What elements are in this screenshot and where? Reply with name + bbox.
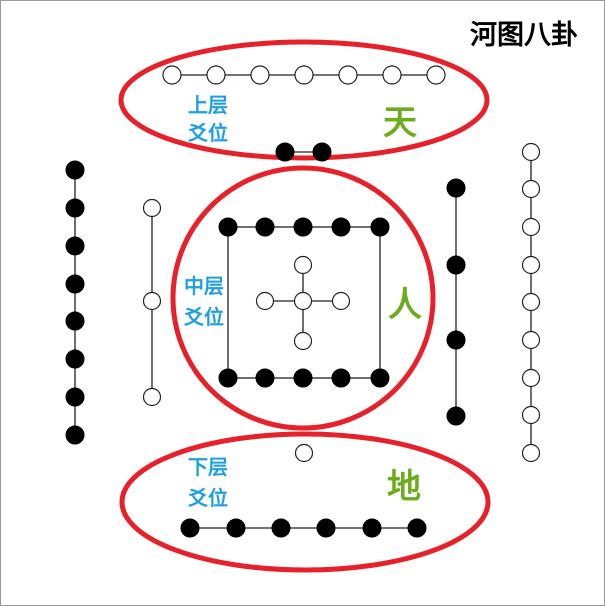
inner-left-hollow-dot	[142, 198, 162, 218]
human-square	[218, 217, 390, 388]
far-right-hollow-dot	[521, 368, 541, 388]
heaven-solid-dot	[275, 142, 295, 162]
earth-solid-dot	[271, 518, 291, 538]
earth-solid-dot-row	[180, 518, 427, 538]
inner-left-hollow-dot	[142, 387, 162, 407]
inner-right-solid-dot	[446, 255, 466, 275]
middle-layer-group: 中层 爻位 人	[170, 165, 436, 431]
far-left-solid-column	[65, 160, 85, 445]
far-right-hollow-dot	[521, 255, 541, 275]
cross-hollow-dot	[293, 331, 313, 351]
far-right-hollow-dot	[521, 330, 541, 350]
lower-layer-label-line2: 爻位	[187, 486, 228, 510]
middle-layer-label-line1: 中层	[184, 274, 224, 298]
human-ring	[170, 165, 436, 431]
far-left-solid-dot	[65, 160, 85, 180]
cross-hollow-dot	[331, 291, 351, 311]
heaven-hollow-dot	[250, 65, 270, 85]
lower-layer-label-line1: 下层	[188, 455, 228, 479]
middle-layer-label-line2: 爻位	[183, 305, 224, 329]
earth-solid-dot	[362, 518, 382, 538]
earth-solid-dot	[316, 518, 336, 538]
human-bottom-solid-dot	[255, 368, 275, 388]
far-right-hollow-dot	[521, 142, 541, 162]
human-bottom-solid-dot	[218, 368, 238, 388]
earth-label: 地	[387, 467, 421, 507]
earth-ring	[119, 431, 491, 573]
earth-solid-dot	[226, 518, 246, 538]
inner-right-solid-dot	[446, 406, 466, 426]
far-left-solid-dot	[65, 349, 85, 369]
heaven-solid-dot-pair	[275, 142, 332, 162]
heaven-label: 天	[383, 103, 417, 143]
heaven-hollow-dot	[162, 65, 182, 85]
far-right-hollow-dot	[521, 179, 541, 199]
far-right-hollow-dot	[521, 292, 541, 312]
heaven-solid-dot	[312, 142, 332, 162]
far-right-hollow-dot	[521, 405, 541, 425]
far-left-solid-dot	[65, 236, 85, 256]
heaven-hollow-dot	[338, 65, 358, 85]
heaven-hollow-dot-row	[162, 65, 446, 85]
far-right-hollow-dot	[521, 443, 541, 463]
far-left-solid-dot	[65, 425, 85, 445]
upper-layer-label-line1: 上层	[188, 93, 228, 117]
far-left-solid-dot	[65, 274, 85, 294]
inner-left-hollow-dot	[142, 291, 162, 311]
far-left-solid-dot	[65, 387, 85, 407]
human-bottom-solid-dot	[293, 368, 313, 388]
human-center-cross	[255, 255, 351, 351]
far-right-hollow-dot	[521, 217, 541, 237]
earth-solid-dot	[180, 518, 200, 538]
human-bottom-solid-dot	[331, 368, 351, 388]
human-top-solid-dot	[255, 217, 275, 237]
upper-layer-group: 上层 爻位 天	[118, 39, 490, 162]
human-bottom-solid-dot	[370, 368, 390, 388]
earth-solid-dot	[407, 518, 427, 538]
heaven-hollow-dot	[426, 65, 446, 85]
heaven-ring	[118, 39, 490, 161]
earth-hollow-dot	[294, 443, 314, 463]
far-right-hollow-column	[521, 142, 541, 463]
inner-right-solid-dot	[446, 330, 466, 350]
far-left-solid-dot	[65, 198, 85, 218]
far-left-solid-dot	[65, 311, 85, 331]
human-label: 人	[388, 285, 422, 325]
inner-right-solid-dot	[446, 178, 466, 198]
inner-right-solid-column	[446, 178, 466, 426]
cross-hollow-dot	[293, 255, 313, 275]
cross-hollow-dot	[255, 291, 275, 311]
heaven-hollow-dot	[206, 65, 226, 85]
inner-left-hollow-column	[142, 198, 162, 407]
heaven-hollow-dot	[294, 65, 314, 85]
lower-layer-group: 下层 爻位 地	[119, 431, 491, 573]
human-top-solid-dot	[331, 217, 351, 237]
human-top-solid-dot	[293, 217, 313, 237]
human-top-solid-dot	[370, 217, 390, 237]
upper-layer-label-line2: 爻位	[187, 121, 228, 145]
heaven-hollow-dot	[382, 65, 402, 85]
diagram-title: 河图八卦	[470, 20, 578, 51]
cross-hollow-dot	[293, 291, 313, 311]
human-top-solid-dot	[218, 217, 238, 237]
